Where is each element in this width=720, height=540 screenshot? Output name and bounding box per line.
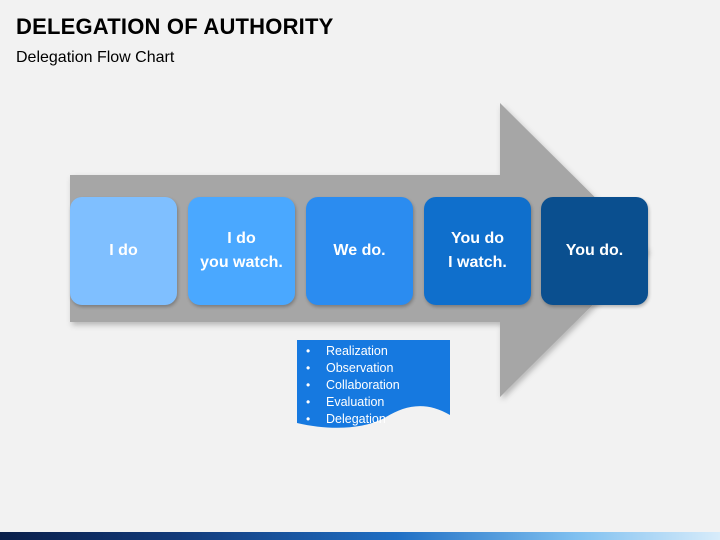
page-title: DELEGATION OF AUTHORITY	[16, 14, 334, 39]
note-item: Evaluation	[298, 394, 448, 411]
step-4-box: You do I watch.	[424, 197, 531, 305]
footer-bar	[0, 532, 720, 540]
page-subtitle: Delegation Flow Chart	[16, 49, 175, 66]
step-2-box: I do you watch.	[188, 197, 295, 305]
note-item: Realization	[298, 343, 448, 360]
notes-list: Realization Observation Collaboration Ev…	[298, 343, 448, 428]
step-3-box: We do.	[306, 197, 413, 305]
step-5-box: You do.	[541, 197, 648, 305]
note-item: Collaboration	[298, 377, 448, 394]
note-item: Delegation	[298, 411, 448, 428]
step-1-box: I do	[70, 197, 177, 305]
note-item: Observation	[298, 360, 448, 377]
